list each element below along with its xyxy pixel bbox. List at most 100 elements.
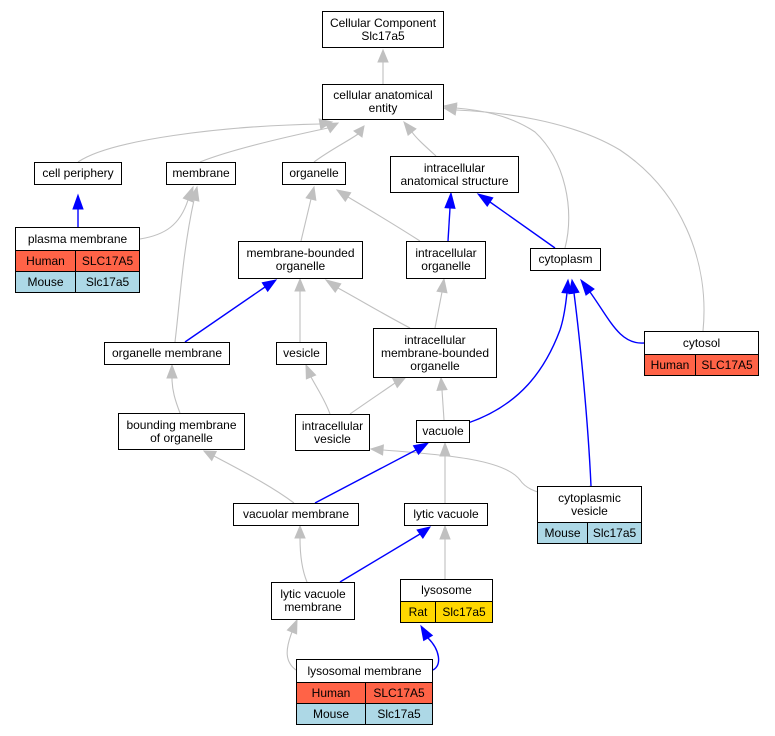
edge-lvm-to-lytvac-arrowhead — [416, 526, 432, 539]
node-title: lysosomal membrane — [307, 663, 422, 678]
edge-lysmem-to-lvm-arrowhead — [286, 618, 298, 635]
edge-orgmem-to-mbo-arrowhead — [261, 279, 278, 293]
edge-vacmem-to-vacuole — [314, 449, 417, 504]
node-lytic-vacuole-membrane[interactable]: lytic vacuole membrane — [271, 582, 355, 620]
edge-lysmem-to-lysosome-arrowhead — [420, 624, 434, 642]
node-cytoplasmic-vesicle[interactable]: cytoplasmic vesicle Mouse Slc17a5 — [537, 486, 642, 544]
edge-organelle-to-cae — [313, 133, 359, 163]
gene-cell: Slc17a5 — [587, 523, 641, 543]
edge-lvm-to-vacmem — [299, 537, 308, 583]
species-cell: Human — [16, 251, 75, 271]
edge-vacmem-to-vacuole-arrowhead — [412, 442, 430, 456]
edge-vacmem-to-bmo — [213, 455, 295, 504]
species-cell: Rat — [401, 602, 435, 622]
node-lysosome[interactable]: lysosome Rat Slc17a5 — [400, 579, 493, 623]
node-title: cytoplasmic vesicle — [558, 490, 621, 518]
edge-lysosome-to-lytvac-arrowhead — [439, 524, 451, 540]
edge-organelle-to-cae-arrowhead — [353, 125, 365, 138]
edge-intraves-to-vesicle-arrowhead — [305, 363, 317, 380]
node-organelle[interactable]: organelle — [282, 162, 346, 185]
node-intracellular-membrane-bounded-organelle[interactable]: intracellular membrane-bounded organelle — [373, 328, 497, 378]
edge-cae-to-root-arrowhead — [377, 48, 389, 63]
node-cellular-component-root[interactable]: Cellular Component Slc17a5 — [322, 11, 444, 48]
edge-cytoplasm-to-intracellular — [489, 201, 556, 249]
edge-imbo-to-intraorg-arrowhead — [436, 277, 448, 294]
node-vacuole[interactable]: vacuole — [416, 420, 470, 443]
gene-cell: Slc17a5 — [435, 602, 492, 622]
edge-vesicle-to-mbo-arrowhead — [294, 277, 306, 292]
edge-intraves-to-imbo — [349, 382, 396, 415]
edge-mbo-to-organelle — [300, 198, 312, 242]
node-cytoplasm[interactable]: cytoplasm — [530, 248, 601, 271]
edge-cytosol-to-cae-arrowhead — [442, 104, 458, 116]
node-intracellular-organelle[interactable]: intracellular organelle — [406, 241, 486, 279]
edge-intraorg-to-organelle-arrowhead — [335, 189, 352, 203]
node-cell-periphery[interactable]: cell periphery — [34, 162, 122, 185]
edge-cytves-to-cytoplasm-arrowhead — [568, 278, 580, 295]
edge-orgmem-to-membrane-arrowhead — [188, 185, 200, 202]
node-title: plasma membrane — [27, 231, 128, 246]
edge-orgmem-to-membrane — [174, 199, 195, 343]
node-intracellular-anatomical-structure[interactable]: intracellular anatomical structure — [390, 156, 519, 193]
edge-imbo-to-intraorg — [434, 291, 443, 329]
node-membrane-bounded-organelle[interactable]: membrane-bounded organelle — [238, 241, 363, 279]
gene-cell: Slc17a5 — [365, 704, 432, 724]
edge-lytvac-to-vacuole-arrowhead — [439, 441, 451, 457]
gene-cell: SLC17A5 — [365, 683, 432, 703]
edge-mbo-to-organelle-arrowhead — [305, 185, 317, 201]
edge-membrane-to-cae-arrowhead — [324, 122, 340, 134]
species-cell: Human — [297, 683, 365, 703]
species-cell: Mouse — [16, 272, 75, 292]
edge-lvm-to-vacmem-arrowhead — [294, 524, 306, 539]
edge-vacmem-to-bmo-arrowhead — [202, 450, 218, 462]
node-bounding-membrane-of-organelle[interactable]: bounding membrane of organelle — [118, 413, 245, 450]
node-title: lysosome — [421, 583, 472, 597]
edge-cytosol-to-cytoplasm-arrowhead — [580, 278, 595, 296]
node-cellular-anatomical-entity[interactable]: cellular anatomical entity — [322, 84, 444, 120]
node-lysosomal-membrane[interactable]: lysosomal membrane Human SLC17A5 Mouse S… — [296, 659, 433, 725]
edge-intraorg-to-organelle — [347, 196, 421, 242]
edge-lvm-to-lytvac — [339, 533, 421, 583]
edge-orgmem-to-mbo — [184, 286, 266, 343]
species-cell: Mouse — [297, 704, 365, 724]
edge-intraves-to-imbo-arrowhead — [391, 377, 407, 389]
node-lytic-vacuole[interactable]: lytic vacuole — [404, 503, 488, 526]
edge-cytves-to-cytoplasm — [573, 292, 592, 487]
edge-cellperiphery-to-cae — [77, 123, 321, 163]
edge-cytosol-to-cytoplasm — [589, 291, 645, 344]
species-cell: Mouse — [538, 523, 587, 543]
edge-plasma-to-membrane — [139, 199, 189, 240]
node-membrane[interactable]: membrane — [166, 162, 236, 185]
edge-bmo-to-orgmem — [171, 377, 181, 414]
gene-cell: SLC17A5 — [75, 251, 139, 271]
edge-vacuole-to-cytoplasm — [467, 292, 568, 424]
gene-cell: Slc17a5 — [75, 272, 139, 292]
edge-intracellular-to-cae — [411, 131, 437, 157]
edge-cytosol-to-cae — [455, 109, 705, 332]
node-cytosol[interactable]: cytosol Human SLC17A5 — [644, 331, 759, 376]
edge-lysmem-to-lysosome — [427, 637, 440, 671]
edge-imbo-to-mbo — [337, 287, 411, 329]
node-plasma-membrane[interactable]: plasma membrane Human SLC17A5 Mouse Slc1… — [15, 227, 140, 293]
edge-cytoplasm-to-intracellular-arrowhead — [476, 193, 494, 208]
edge-intraorg-to-intracellular-arrowhead — [444, 191, 456, 209]
gene-cell: SLC17A5 — [695, 355, 758, 375]
edge-plasma-to-cellperiphery-arrowhead — [72, 193, 84, 210]
edge-intraves-to-vesicle — [310, 376, 331, 415]
node-vacuolar-membrane[interactable]: vacuolar membrane — [233, 503, 359, 526]
edge-vacuole-to-imbo — [441, 389, 445, 421]
edge-intracellular-to-cae-arrowhead — [403, 120, 417, 136]
edge-intraorg-to-intracellular — [447, 207, 451, 242]
edge-membrane-to-cae — [199, 127, 329, 163]
node-intracellular-vesicle[interactable]: intracellular vesicle — [295, 414, 370, 451]
node-title: cytosol — [682, 335, 721, 350]
species-cell: Human — [645, 355, 695, 375]
edge-imbo-to-mbo-arrowhead — [324, 279, 342, 294]
edge-vacuole-to-imbo-arrowhead — [436, 376, 448, 391]
node-organelle-membrane[interactable]: organelle membrane — [104, 342, 230, 365]
node-vesicle[interactable]: vesicle — [276, 342, 327, 365]
edge-bmo-to-orgmem-arrowhead — [166, 363, 178, 379]
edge-lysmem-to-lvm — [286, 631, 297, 671]
